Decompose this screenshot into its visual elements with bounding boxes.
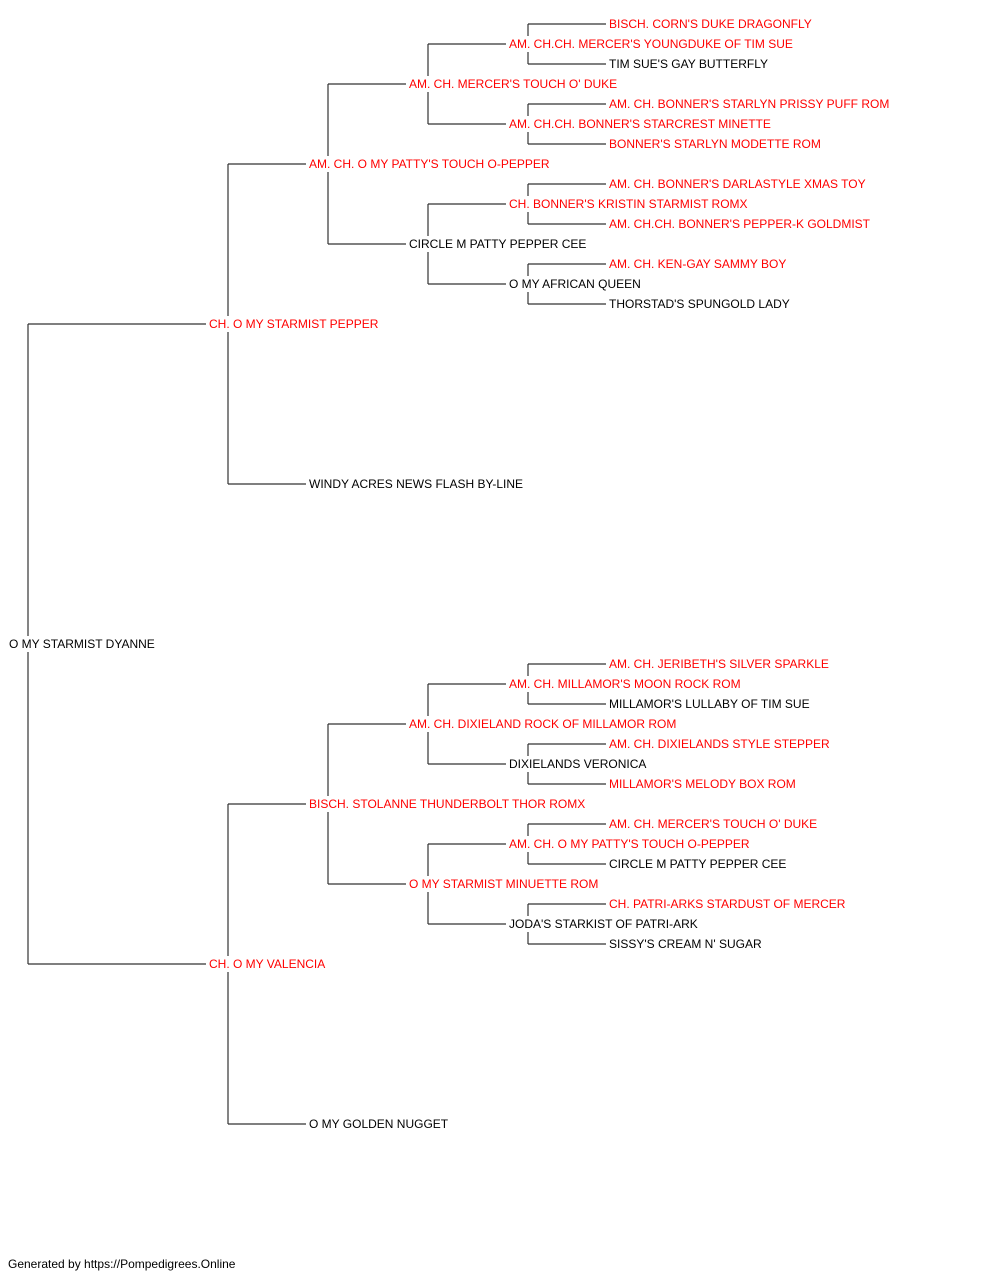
dam-name: CIRCLE M PATTY PEPPER CEE	[608, 857, 788, 871]
sire-name: AM. CH. BONNER'S STARLYN PRISSY PUFF ROM	[608, 97, 891, 111]
sire-name: CH. BONNER'S KRISTIN STARMIST ROMX	[508, 197, 749, 211]
dam-name: O MY GOLDEN NUGGET	[308, 1117, 450, 1131]
dam-name: TIM SUE'S GAY BUTTERFLY	[608, 57, 769, 71]
dam-name: CIRCLE M PATTY PEPPER CEE	[408, 237, 588, 251]
sire-name: AM. CH. KEN-GAY SAMMY BOY	[608, 257, 788, 271]
sire-name: AM. CH.CH. MERCER'S YOUNGDUKE OF TIM SUE	[508, 37, 794, 51]
dam-name: DIXIELANDS VERONICA	[508, 757, 648, 771]
dam-name: JODA'S STARKIST OF PATRI-ARK	[508, 917, 699, 931]
sire-name: AM. CH. DIXIELAND ROCK OF MILLAMOR ROM	[408, 717, 678, 731]
sire-name: AM. CH. MERCER'S TOUCH O' DUKE	[608, 817, 819, 831]
dam-name: AM. CH.CH. BONNER'S STARCREST MINETTE	[508, 117, 772, 131]
dam-name: CH. O MY VALENCIA	[208, 957, 327, 971]
generated-by-footer: Generated by https://Pompedigrees.Online	[8, 1257, 236, 1271]
dam-name: AM. CH.CH. BONNER'S PEPPER-K GOLDMIST	[608, 217, 871, 231]
sire-name: AM. CH. DIXIELANDS STYLE STEPPER	[608, 737, 831, 751]
sire-name: CH. O MY STARMIST PEPPER	[208, 317, 380, 331]
sire-name: BISCH. STOLANNE THUNDERBOLT THOR ROMX	[308, 797, 587, 811]
dam-name: SISSY'S CREAM N' SUGAR	[608, 937, 763, 951]
sire-name: CH. PATRI-ARKS STARDUST OF MERCER	[608, 897, 847, 911]
dam-name: O MY STARMIST MINUETTE ROM	[408, 877, 600, 891]
subject-name: O MY STARMIST DYANNE	[8, 637, 156, 651]
sire-name: BISCH. CORN'S DUKE DRAGONFLY	[608, 17, 813, 31]
dam-name: MILLAMOR'S MELODY BOX ROM	[608, 777, 797, 791]
sire-name: AM. CH. MERCER'S TOUCH O' DUKE	[408, 77, 619, 91]
dam-name: WINDY ACRES NEWS FLASH BY-LINE	[308, 477, 525, 491]
dam-name: BONNER'S STARLYN MODETTE ROM	[608, 137, 822, 151]
sire-name: AM. CH. JERIBETH'S SILVER SPARKLE	[608, 657, 830, 671]
dam-name: MILLAMOR'S LULLABY OF TIM SUE	[608, 697, 811, 711]
dam-name: THORSTAD'S SPUNGOLD LADY	[608, 297, 791, 311]
sire-name: AM. CH. O MY PATTY'S TOUCH O-PEPPER	[308, 157, 551, 171]
sire-name: AM. CH. O MY PATTY'S TOUCH O-PEPPER	[508, 837, 751, 851]
dam-name: O MY AFRICAN QUEEN	[508, 277, 642, 291]
sire-name: AM. CH. BONNER'S DARLASTYLE XMAS TOY	[608, 177, 867, 191]
sire-name: AM. CH. MILLAMOR'S MOON ROCK ROM	[508, 677, 742, 691]
